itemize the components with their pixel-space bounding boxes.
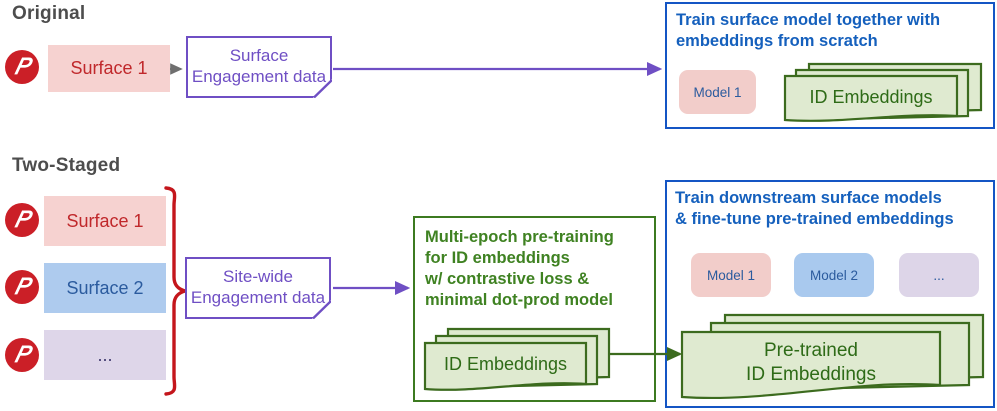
pretrain-title-line3: w/ contrastive loss & [425,269,590,288]
pinterest-icon-surface3: 𝑃 [2,335,42,375]
data-doc-line2: Engagement data [191,67,327,86]
section-heading-original: Original [12,3,86,24]
panel-title-line2: embeddings from scratch [676,31,878,50]
model-label: ... [933,267,945,283]
data-doc-line2: Engagement data [190,288,326,307]
pretrain-title-line1: Multi-epoch pre-training [425,228,614,246]
surface-box-1: Surface 1 [44,196,166,246]
downstream-title-line1: Train downstream surface models [675,189,942,207]
model-label: Model 1 [693,84,742,100]
model-chip-1: Model 1 [691,253,771,297]
data-doc-two-staged: Site-wide Engagement data [185,257,331,319]
surface-label: Surface 1 [70,58,148,78]
surface-label: Surface 2 [66,277,144,298]
surface-box-2: Surface 2 [44,263,166,313]
surface-box-3: ... [44,330,166,380]
model-label: Model 2 [809,267,859,283]
pinterest-icon-surface1: 𝑃 [2,200,42,240]
downstream-title-line2: & fine-tune pre-trained embeddings [675,209,954,228]
surface-label: ... [97,344,113,365]
model-chip-3: ... [899,253,979,297]
pinterest-icon: 𝑃 [2,47,42,87]
model-chip-original: Model 1 [679,70,756,114]
model-label: Model 1 [706,267,756,283]
data-doc-original: Surface Engagement data [186,36,332,98]
pinterest-icon-surface2: 𝑃 [2,267,42,307]
surface-label: Surface 1 [66,210,144,231]
model-chip-2: Model 2 [794,253,874,297]
doc-fold-corner [312,300,331,319]
panel-title-line1: Train surface model together with [676,11,941,29]
data-doc-line1: Surface [229,46,289,66]
pretrain-title-line4: minimal dot-prod model [425,290,613,309]
pretrain-title-line2: for ID embeddings [425,248,570,267]
doc-fold-corner [313,79,332,98]
section-heading-two-staged: Two-Staged [12,155,121,176]
data-doc-line1: Site-wide [223,267,293,287]
surface-box-original: Surface 1 [48,45,170,92]
